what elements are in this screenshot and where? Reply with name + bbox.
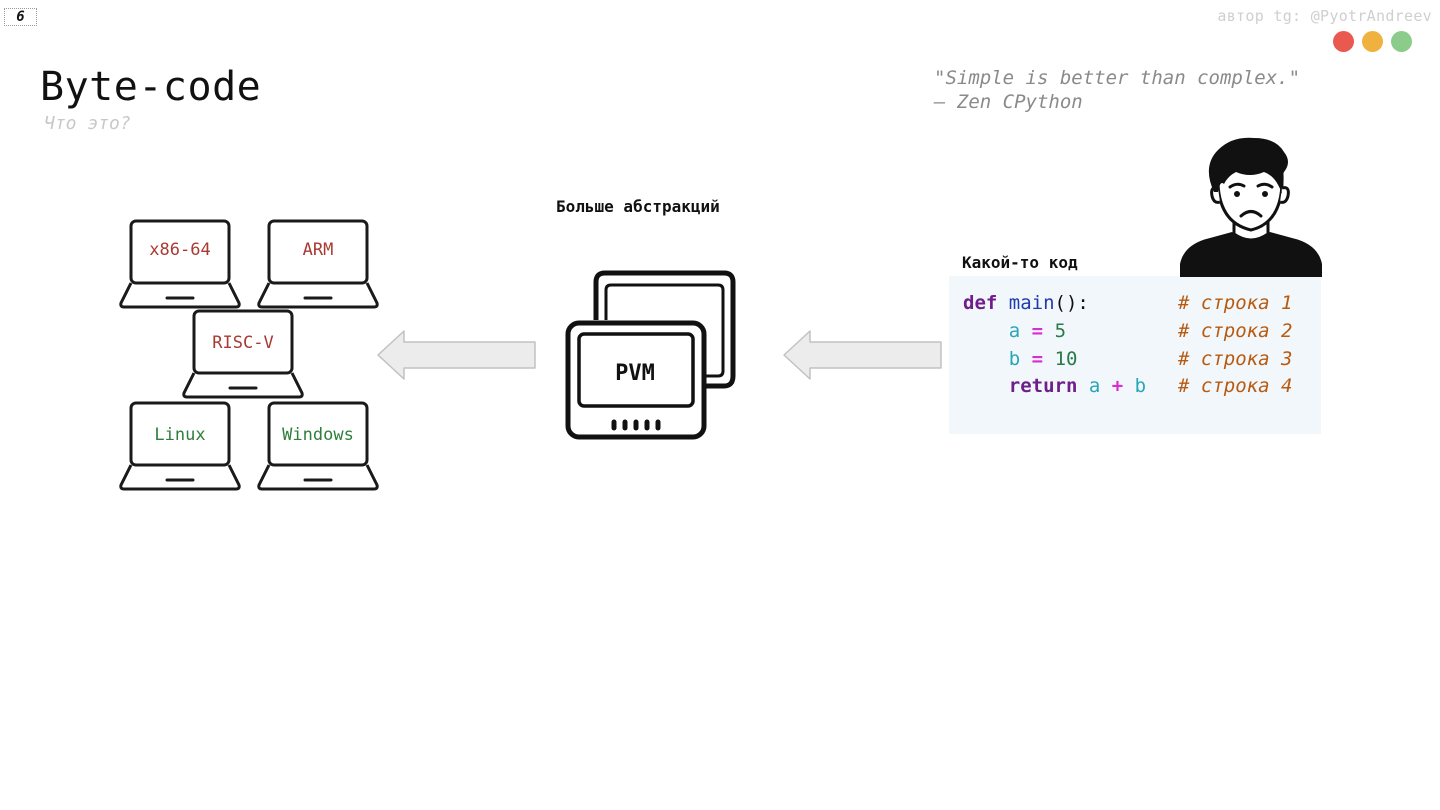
laptop-arm: ARM — [257, 219, 379, 311]
code-comment: # строка 4 — [1178, 375, 1293, 397]
page-subtitle: Что это? — [44, 113, 131, 134]
abstraction-label: Больше абстракций — [556, 197, 720, 216]
number-token: 5 — [1054, 320, 1067, 342]
virtual-machine-icon — [565, 270, 736, 440]
pvm-label: PVM — [615, 361, 655, 386]
code-line: def main(): — [963, 290, 1089, 316]
space-token — [1020, 320, 1031, 342]
indent-token — [963, 320, 1009, 342]
code-line: return a + b — [963, 373, 1146, 399]
keyword-token: def — [963, 292, 998, 314]
sad-person-icon — [1180, 137, 1322, 277]
close-dot-icon[interactable] — [1333, 31, 1354, 52]
arrow-left-icon — [783, 330, 942, 380]
punctuation-token: (): — [1054, 292, 1089, 314]
platform-label: RISC-V — [212, 333, 274, 353]
laptop-icon — [119, 219, 241, 309]
keyword-token: return — [1008, 375, 1078, 397]
code-line: b = 10 — [963, 346, 1078, 372]
number-token: 10 — [1054, 348, 1078, 370]
minimize-dot-icon[interactable] — [1362, 31, 1383, 52]
laptop-icon — [119, 401, 241, 491]
laptop-icon — [257, 219, 379, 309]
code-block: def main(): # строка 1 a = 5 # строка 2 … — [949, 276, 1321, 434]
space-token — [1020, 348, 1031, 370]
laptop-linux: Linux — [119, 401, 241, 493]
slide-number: 6 — [4, 8, 37, 26]
code-comment: # строка 1 — [1178, 292, 1293, 314]
laptop-windows: Windows — [257, 401, 379, 493]
space-token — [997, 292, 1008, 314]
maximize-dot-icon[interactable] — [1391, 31, 1412, 52]
laptop-icon — [257, 401, 379, 491]
laptop-x86-64: x86-64 — [119, 219, 241, 311]
platform-label: Linux — [154, 425, 206, 445]
arrow-left-icon — [377, 330, 536, 380]
quote: "Simple is better than complex." — Zen C… — [934, 66, 1300, 114]
platform-label: Windows — [282, 425, 354, 445]
platform-label: x86-64 — [149, 240, 211, 260]
author-credit: автор tg: @PyotrAndreev — [1217, 7, 1432, 25]
code-caption: Какой-то код — [962, 253, 1078, 272]
space-token — [1100, 375, 1111, 397]
indent-token — [963, 348, 1009, 370]
laptop-risc-v: RISC-V — [182, 309, 304, 401]
laptop-icon — [182, 309, 304, 399]
quote-attribution: — Zen CPython — [934, 91, 1083, 113]
space-token — [1043, 348, 1054, 370]
operator-token: + — [1111, 375, 1124, 397]
operator-token: = — [1031, 320, 1044, 342]
variable-token: a — [1008, 320, 1021, 342]
quote-text: "Simple is better than complex." — [934, 67, 1301, 89]
pvm-icon: PVM — [564, 270, 738, 442]
space-token — [1077, 375, 1088, 397]
platform-label: ARM — [302, 240, 334, 260]
variable-token: b — [1134, 375, 1147, 397]
space-token — [1043, 320, 1054, 342]
indent-token — [963, 375, 1009, 397]
code-line: a = 5 — [963, 318, 1066, 344]
sad-person-avatar — [1180, 136, 1322, 278]
code-comment: # строка 3 — [1178, 348, 1293, 370]
variable-token: a — [1088, 375, 1101, 397]
space-token — [1123, 375, 1134, 397]
page-title: Byte-code — [40, 64, 262, 110]
code-comment: # строка 2 — [1178, 320, 1293, 342]
operator-token: = — [1031, 348, 1044, 370]
function-name-token: main — [1008, 292, 1055, 314]
variable-token: b — [1008, 348, 1021, 370]
